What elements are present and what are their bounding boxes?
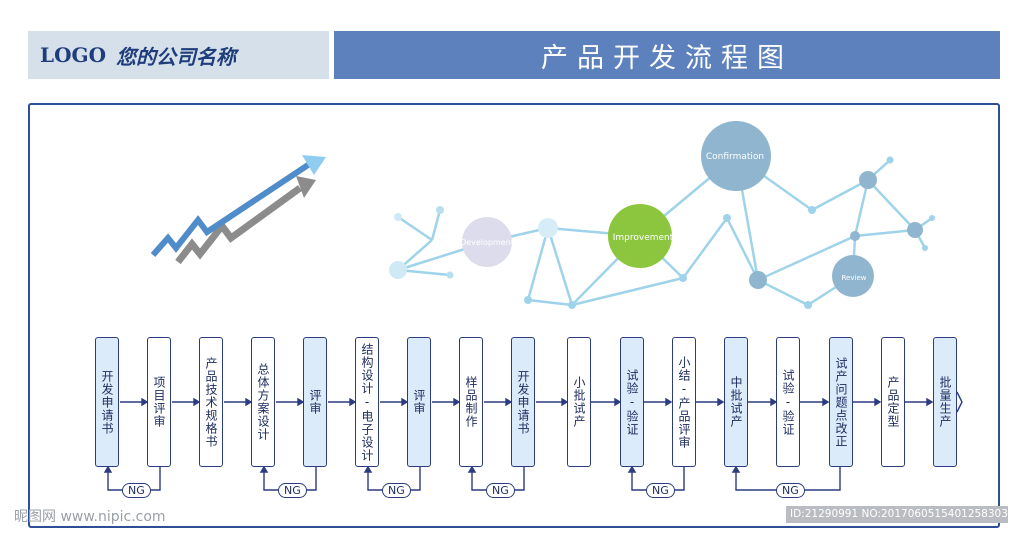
watermark-right: ID:21290991 NO:20170605154012583035 xyxy=(786,506,1008,523)
step-3: 产品技术规格书 xyxy=(199,337,223,467)
development-label: Development xyxy=(460,238,514,247)
ng-badge-2: NG xyxy=(278,483,307,498)
step-11: 试验-验证 xyxy=(620,337,644,467)
confirmation-node xyxy=(701,121,771,191)
improvement-label: Improvement xyxy=(613,233,674,243)
growth-arrows-icon xyxy=(150,155,326,265)
diagram-frame xyxy=(28,103,1000,528)
improvement-node xyxy=(608,204,672,268)
step-11-label: 试验-验证 xyxy=(625,368,639,436)
network-nodes: Development Improvement Confirmation Rev… xyxy=(389,121,935,309)
step-15: 试产问题点改正 xyxy=(829,337,853,467)
step-4: 总体方案设计 xyxy=(251,337,275,467)
step-15-label: 试产问题点改正 xyxy=(834,356,848,448)
title-bar: 产品开发流程图 xyxy=(334,31,1000,79)
step-7: 评审 xyxy=(407,337,431,467)
step-1-label: 开发申请书 xyxy=(100,369,114,435)
step-10-label: 小批试产 xyxy=(572,376,586,428)
review-label: Review xyxy=(842,274,867,282)
logo-text: LOGO xyxy=(40,43,106,67)
logo-bar: LOGO 您的公司名称 xyxy=(28,31,329,79)
step-5-label: 评审 xyxy=(308,389,322,415)
watermark-left: 昵图网 www.nipic.com xyxy=(14,509,166,525)
step-6-label: 结构设计-电子设计 xyxy=(360,342,374,462)
ng-badge-4: NG xyxy=(486,483,515,498)
development-node xyxy=(462,217,512,267)
step-16-label: 产品定型 xyxy=(886,376,900,428)
step-9: 开发申请书 xyxy=(511,337,535,467)
step-8: 样品制作 xyxy=(459,337,483,467)
step-2: 项目评审 xyxy=(147,337,171,467)
step-2-label: 项目评审 xyxy=(152,376,166,428)
ng-badge-5: NG xyxy=(646,483,675,498)
page-title: 产品开发流程图 xyxy=(541,42,793,74)
step-13: 中批试产 xyxy=(724,337,748,467)
ng-badge-6: NG xyxy=(776,483,805,498)
step-10: 小批试产 xyxy=(567,337,591,467)
ng-badge-3: NG xyxy=(382,483,411,498)
step-3-label: 产品技术规格书 xyxy=(204,356,218,448)
step-17: 批量生产 xyxy=(933,337,957,467)
confirmation-label: Confirmation xyxy=(706,152,764,162)
step-1: 开发申请书 xyxy=(95,337,119,467)
step-6: 结构设计-电子设计 xyxy=(355,337,379,467)
step-8-label: 样品制作 xyxy=(464,376,478,428)
flow-arrows xyxy=(120,391,963,413)
company-name: 您的公司名称 xyxy=(116,44,236,69)
ng-badge-1: NG xyxy=(122,483,151,498)
step-17-label: 批量生产 xyxy=(938,376,952,428)
network-lines xyxy=(397,154,933,307)
step-12-label: 小结-产品评审 xyxy=(677,355,691,449)
ng-loops xyxy=(103,465,841,491)
step-9-label: 开发申请书 xyxy=(516,369,530,435)
step-4-label: 总体方案设计 xyxy=(256,363,270,441)
step-5: 评审 xyxy=(303,337,327,467)
step-16: 产品定型 xyxy=(881,337,905,467)
review-node xyxy=(832,255,874,297)
step-14-label: 试验-验证 xyxy=(781,368,795,436)
step-14: 试验-验证 xyxy=(776,337,800,467)
step-13-label: 中批试产 xyxy=(729,376,743,428)
step-12: 小结-产品评审 xyxy=(672,337,696,467)
step-7-label: 评审 xyxy=(412,389,426,415)
